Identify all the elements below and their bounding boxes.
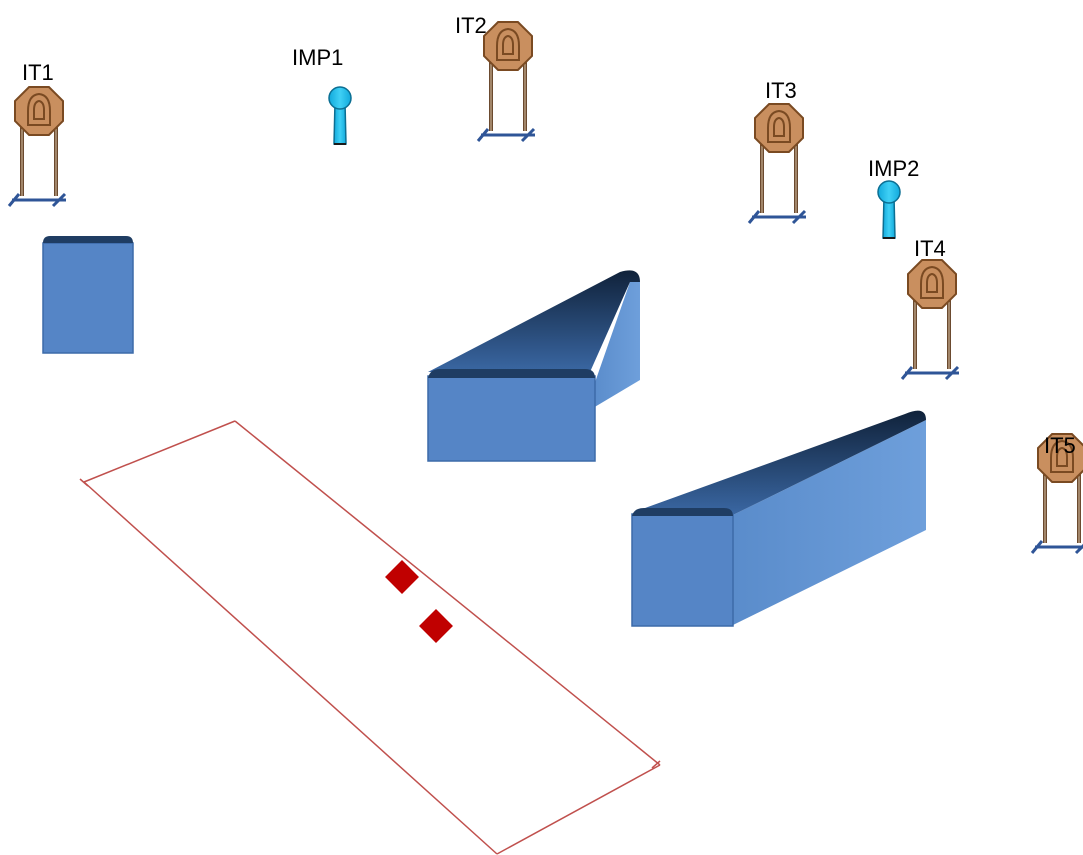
target-it2: IT2 bbox=[455, 13, 536, 143]
no-shoot-imp1: IMP1 bbox=[292, 45, 352, 145]
target-it4: IT4 bbox=[900, 236, 960, 381]
steel-target-icon bbox=[476, 21, 536, 143]
no-shoot-popper-icon bbox=[877, 180, 901, 239]
no-shoot-imp2: IMP2 bbox=[868, 156, 919, 239]
start-marker-2 bbox=[419, 609, 453, 643]
target-label: IT3 bbox=[765, 78, 797, 103]
barrier-center bbox=[427, 270, 640, 462]
target-label: IT2 bbox=[455, 13, 487, 38]
target-label: IT1 bbox=[22, 60, 54, 85]
target-it3: IT3 bbox=[747, 78, 807, 225]
shooting-box bbox=[79, 420, 661, 855]
no-shoot-label: IMP2 bbox=[868, 156, 919, 181]
steel-target-icon bbox=[7, 86, 67, 208]
barrier-right bbox=[631, 410, 926, 627]
start-markers bbox=[385, 560, 453, 643]
barrier-left bbox=[42, 236, 134, 354]
start-marker-1 bbox=[385, 560, 419, 594]
no-shoot-label: IMP1 bbox=[292, 45, 343, 70]
target-label: IT4 bbox=[914, 236, 946, 261]
target-label: IT5 bbox=[1044, 433, 1076, 458]
target-it1: IT1 bbox=[7, 60, 67, 208]
no-shoot-popper-icon bbox=[328, 86, 352, 145]
target-it5: IT5 bbox=[1030, 433, 1083, 555]
steel-target-icon bbox=[900, 259, 960, 381]
steel-target-icon bbox=[747, 103, 807, 225]
steel-target-icon bbox=[1030, 433, 1083, 555]
